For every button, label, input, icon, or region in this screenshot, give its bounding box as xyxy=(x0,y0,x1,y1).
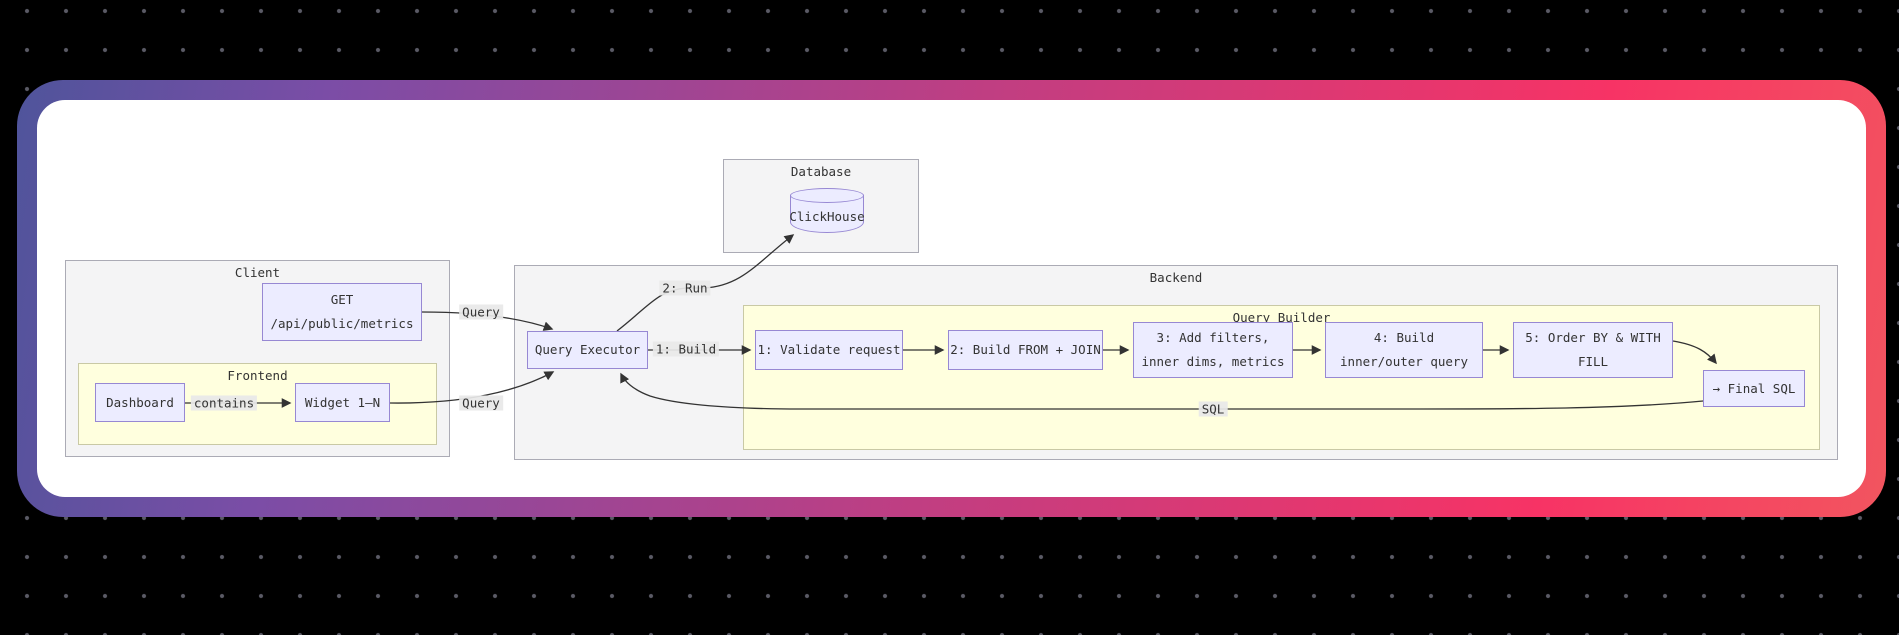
edge-step5-to-finalsql xyxy=(1672,340,1717,365)
node-step5-line1: 5: Order BY & WITH xyxy=(1525,330,1661,346)
node-step4-line2: inner/outer query xyxy=(1340,354,1468,369)
node-step5-line2: FILL xyxy=(1577,354,1609,369)
edge-label-build: 1: Build xyxy=(652,341,720,357)
node-widget: Widget 1–N xyxy=(295,383,390,422)
node-dashboard-label: Dashboard xyxy=(106,394,174,410)
subgraph-database-label: Database xyxy=(790,164,852,179)
edge-finalsql-to-executor xyxy=(620,372,1704,410)
edge-label-query-widget: Query xyxy=(459,395,503,411)
edge-label-sql: SQL xyxy=(1198,401,1228,417)
node-get-api-line2: /api/public/metrics xyxy=(270,316,414,331)
node-get-api: GET /api/public/metrics xyxy=(262,283,422,341)
node-get-api-line1: GET xyxy=(330,292,354,308)
subgraph-database: Database xyxy=(723,159,919,253)
node-step2-label: 2: Build FROM + JOIN xyxy=(950,342,1101,358)
edge-label-contains: contains xyxy=(190,395,258,411)
node-step5-order-by-with-fill: 5: Order BY & WITH FILL xyxy=(1513,322,1673,378)
node-final-sql-label: → Final SQL xyxy=(1712,380,1796,396)
node-step3-line2: inner dims, metrics xyxy=(1141,354,1285,369)
edge-label-run: 2: Run xyxy=(659,280,711,296)
node-clickhouse-label: ClickHouse xyxy=(789,209,865,224)
node-step4-line1: 4: Build xyxy=(1373,330,1435,346)
node-step2-build-from-join: 2: Build FROM + JOIN xyxy=(948,330,1103,370)
subgraph-frontend-label: Frontend xyxy=(227,368,288,383)
edge-widget-to-executor xyxy=(389,371,555,404)
node-query-executor-label: Query Executor xyxy=(534,342,641,358)
clickhouse-cylinder-top xyxy=(790,188,864,203)
subgraph-backend-label: Backend xyxy=(1149,270,1203,285)
node-widget-label: Widget 1–N xyxy=(304,394,381,410)
node-step3-add-filters: 3: Add filters, inner dims, metrics xyxy=(1133,322,1293,378)
node-step3-line1: 3: Add filters, xyxy=(1156,330,1270,346)
node-step1-label: 1: Validate request xyxy=(757,342,901,358)
edge-label-query-get: Query xyxy=(459,304,503,320)
node-step4-build-inner-outer: 4: Build inner/outer query xyxy=(1325,322,1483,378)
node-step1-validate: 1: Validate request xyxy=(755,330,903,370)
node-query-executor: Query Executor xyxy=(527,331,648,369)
subgraph-client-label: Client xyxy=(234,265,281,280)
node-final-sql: → Final SQL xyxy=(1703,370,1805,407)
node-dashboard: Dashboard xyxy=(95,383,185,422)
subgraph-query-builder-label: Query Builder xyxy=(1232,310,1331,325)
